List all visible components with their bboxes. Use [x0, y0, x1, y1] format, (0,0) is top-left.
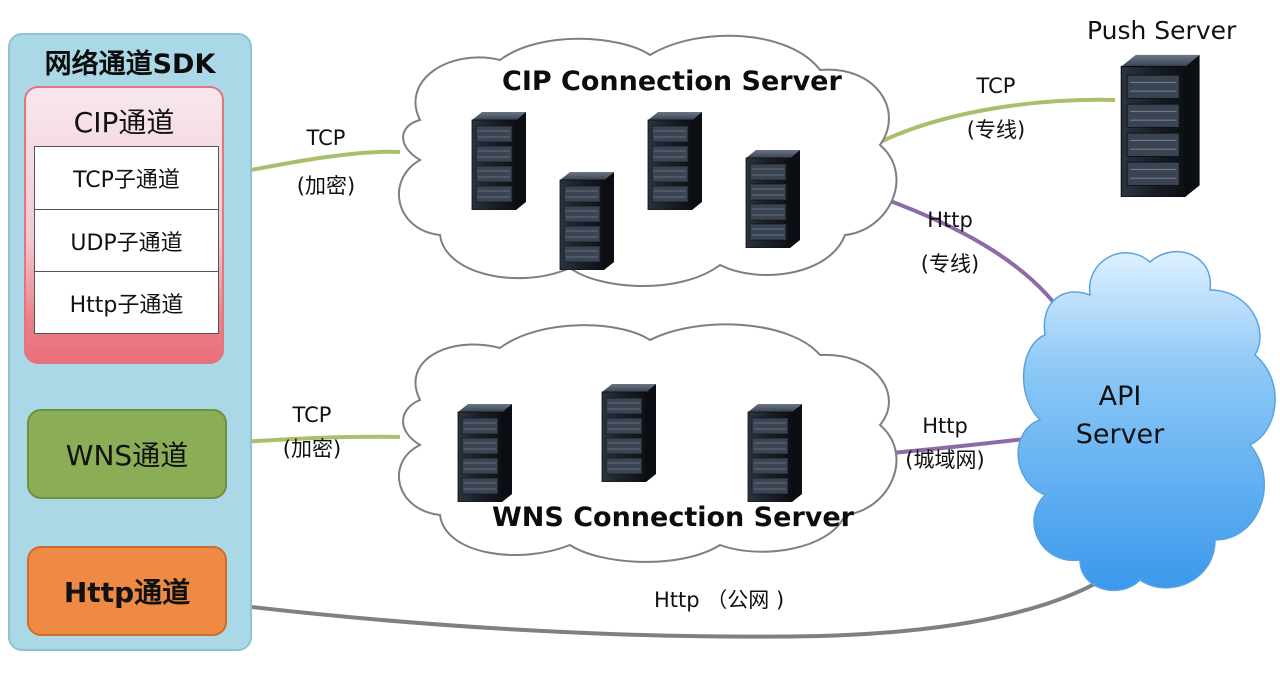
cip-channel-title: CIP通道	[73, 106, 175, 139]
server-rack-icon	[457, 403, 513, 502]
cip-server-title: CIP Connection Server	[502, 66, 842, 97]
edge-label-cip-api: Http (专线)	[910, 206, 990, 278]
api-server-label: API Server	[1020, 378, 1220, 454]
api-server-cloud	[1017, 251, 1276, 591]
edge-label-sdk-wns: TCP (加密)	[276, 401, 348, 463]
server-rack-icon	[559, 171, 615, 270]
server-rack-icon	[601, 383, 657, 482]
edge-sdk-api	[225, 568, 1120, 639]
subchannel-http: Http子通道	[35, 271, 218, 333]
sdk-title: 网络通道SDK	[44, 49, 216, 80]
edge-protocol: TCP	[292, 403, 332, 427]
push-server-rack-icon	[1120, 54, 1201, 197]
edge-note: (专线)	[966, 118, 1026, 142]
edge-label-sdk-api: Http （公网 )	[654, 588, 785, 612]
edge-protocol: TCP	[306, 126, 346, 150]
edge-note: (专线)	[920, 252, 980, 276]
server-rack-icon	[647, 111, 703, 210]
server-rack-icon	[471, 111, 527, 210]
wns-server-title: WNS Connection Server	[492, 502, 854, 533]
edge-note: (城域网)	[905, 448, 985, 472]
wns-channel: WNS通道	[27, 409, 227, 499]
edge-protocol: Http	[922, 414, 968, 438]
api-server-label-line1: API	[1098, 381, 1142, 412]
edge-note: (加密)	[282, 437, 342, 461]
edge-label-sdk-cip: TCP (加密)	[290, 124, 362, 200]
edge-cip-push	[867, 97, 1116, 150]
edge-protocol: TCP	[976, 74, 1016, 98]
edge-note: (加密)	[296, 174, 356, 198]
server-rack-icon	[745, 149, 801, 248]
subchannel-list: TCP子通道 UDP子通道 Http子通道	[34, 146, 219, 334]
push-server-title: Push Server	[1087, 16, 1237, 45]
subchannel-tcp: TCP子通道	[73, 168, 180, 193]
edge-label-wns-api: Http (城域网)	[895, 412, 995, 474]
edge-label-cip-push: TCP (专线)	[960, 72, 1032, 144]
api-server-label-line2: Server	[1075, 419, 1165, 450]
http-channel: Http通道	[27, 546, 227, 636]
subchannel-udp: UDP子通道	[35, 209, 218, 271]
edge-protocol: Http	[927, 208, 973, 232]
server-rack-icon	[747, 403, 803, 502]
